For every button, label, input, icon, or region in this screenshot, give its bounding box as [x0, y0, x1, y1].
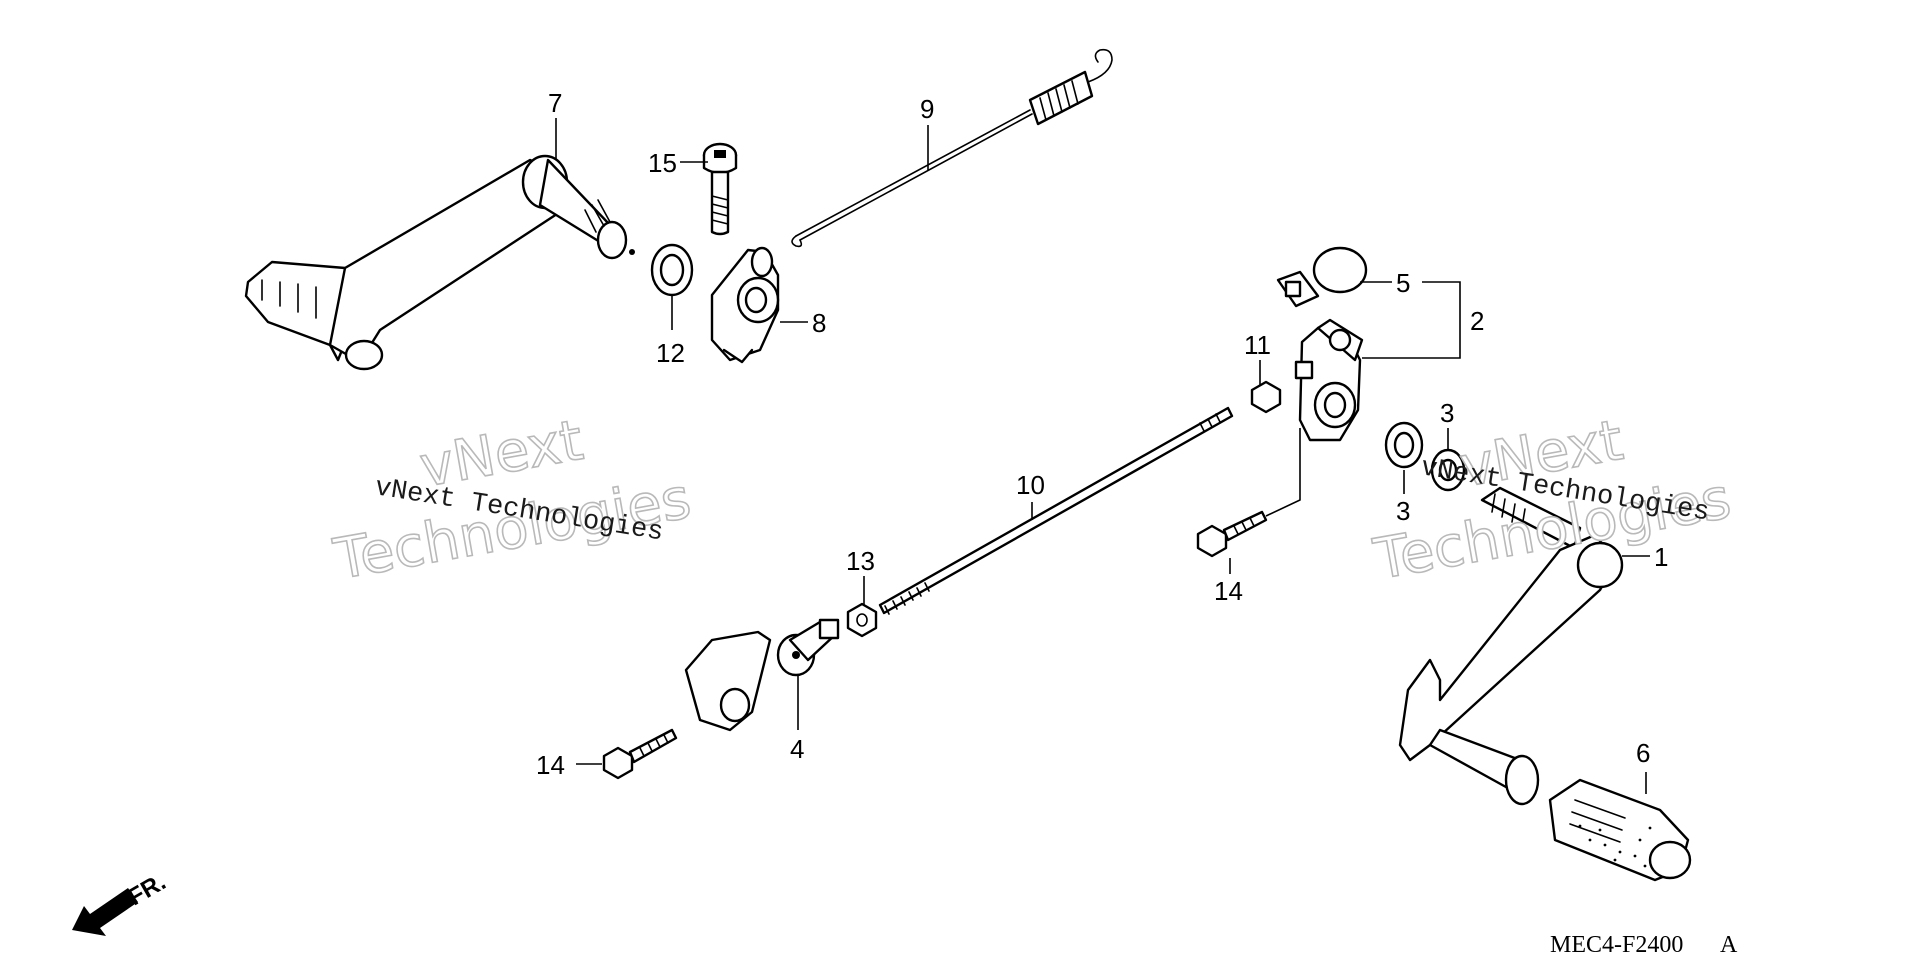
part-1-pedal-right [1398, 486, 1624, 806]
part-14-bolt-b [602, 728, 678, 780]
callout-14b: 14 [536, 750, 565, 780]
callout-11: 11 [1244, 330, 1271, 360]
part-9-spring [791, 48, 1113, 248]
callout-1: 1 [1654, 542, 1668, 572]
part-10-rod [878, 406, 1234, 615]
arrow-icon [72, 888, 138, 936]
callout-13: 13 [846, 546, 875, 576]
callout-2: 2 [1470, 306, 1484, 336]
front-direction-arrow: FR. [72, 868, 170, 936]
part-3-seal-a [1384, 421, 1424, 469]
part-7-pedal-left [244, 154, 635, 371]
part-6-rubber [1548, 778, 1692, 882]
callout-15: 15 [648, 148, 677, 178]
part-14-bolt-a [1196, 510, 1268, 558]
callout-9: 9 [920, 94, 934, 124]
part-3-seal-b [1430, 448, 1466, 492]
callout-6: 6 [1636, 738, 1650, 768]
part-4-joint [684, 618, 840, 732]
callout-3a: 3 [1396, 496, 1410, 526]
part-5-joint [1276, 246, 1368, 308]
callout-4: 4 [790, 734, 804, 764]
part-11-nut [1250, 380, 1282, 414]
callout-10: 10 [1016, 470, 1045, 500]
callout-5: 5 [1396, 268, 1410, 298]
callout-12: 12 [656, 338, 685, 368]
diagram-code: MEC4-F2400 [1550, 932, 1683, 958]
part-12-washer [650, 243, 694, 297]
callout-14a: 14 [1214, 576, 1243, 606]
callouts: 7 9 15 12 8 5 2 11 3 3 10 14 1 13 14 4 6 [536, 88, 1668, 780]
callout-8: 8 [812, 308, 826, 338]
part-2-arm [1294, 318, 1364, 442]
diagram-code-suffix: A [1720, 932, 1738, 958]
leader-lines [555, 118, 1650, 794]
part-13-nut [846, 602, 878, 638]
watermark-left: vNext Technologies [328, 407, 696, 593]
part-8-clevis [710, 246, 780, 364]
callout-3b: 3 [1440, 398, 1454, 428]
callout-7: 7 [548, 88, 562, 118]
part-15-bolt [702, 142, 738, 236]
